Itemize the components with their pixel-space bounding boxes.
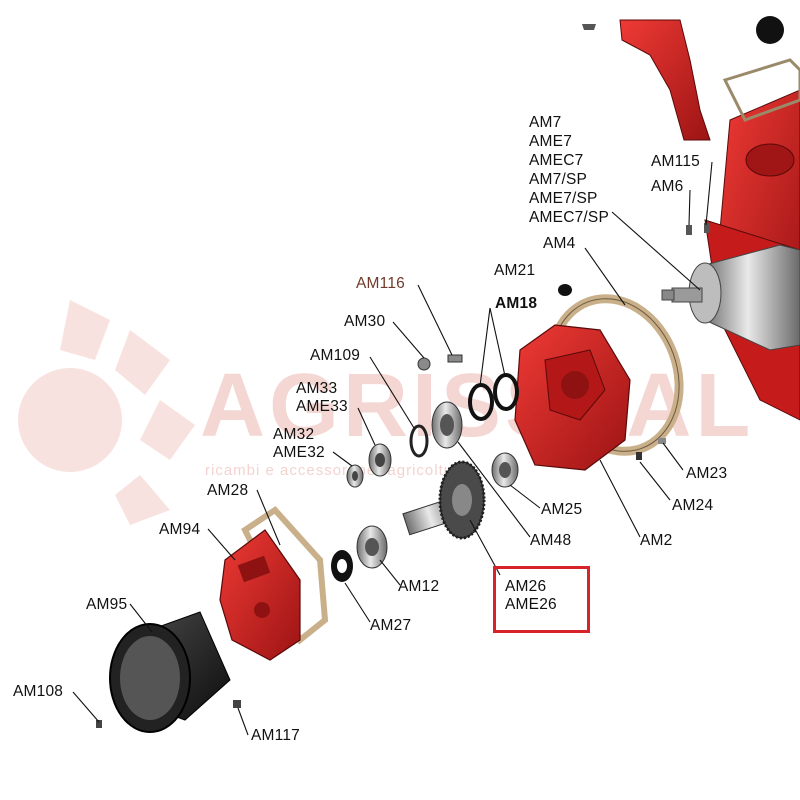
screw-am108-part bbox=[96, 720, 102, 728]
screw-am6-part bbox=[686, 225, 692, 235]
label-am7-group: AM7 AME7 AMEC7 AM7/SP AME7/SP AMEC7/SP bbox=[529, 113, 609, 227]
screw-am23-part bbox=[658, 438, 666, 444]
seal-am27-part bbox=[331, 550, 353, 582]
screw-am115-part bbox=[704, 223, 710, 233]
bearing-am25-part bbox=[491, 452, 519, 488]
cover-am94-part bbox=[219, 529, 301, 661]
snap-ring-am109-part bbox=[409, 424, 429, 458]
screw-am117-part bbox=[233, 700, 241, 708]
label-am7: AM7 bbox=[529, 114, 562, 131]
label-ame33: AME33 bbox=[296, 398, 348, 415]
label-ame7-sp: AME7/SP bbox=[529, 190, 598, 207]
label-am24: AM24 bbox=[672, 497, 714, 514]
label-am30: AM30 bbox=[344, 313, 386, 330]
label-am48: AM48 bbox=[530, 532, 572, 549]
leader-lines bbox=[72, 161, 713, 736]
label-am94: AM94 bbox=[159, 521, 201, 538]
label-am26: AM26 bbox=[505, 578, 547, 595]
bearing-am12-part bbox=[356, 525, 388, 569]
label-ame7: AME7 bbox=[529, 133, 573, 150]
nut-am32-part bbox=[346, 464, 364, 488]
label-am25: AM25 bbox=[541, 501, 583, 518]
watermark-subtitle: ricambi e accessori per agricoltura bbox=[205, 462, 469, 479]
bell-am95-part bbox=[109, 611, 231, 733]
label-ame32: AME32 bbox=[273, 444, 325, 461]
label-am2: AM2 bbox=[640, 532, 673, 549]
label-am4: AM4 bbox=[543, 235, 576, 252]
label-am18: AM18 bbox=[495, 295, 538, 312]
highlight-box bbox=[493, 566, 590, 633]
label-am109: AM109 bbox=[310, 347, 361, 364]
label-am21: AM21 bbox=[494, 262, 536, 279]
nut-am30-part bbox=[417, 357, 431, 371]
label-ame26: AME26 bbox=[505, 596, 557, 613]
label-am12: AM12 bbox=[398, 578, 440, 595]
label-am95: AM95 bbox=[86, 596, 128, 613]
plug-am21-part bbox=[558, 284, 572, 296]
housing-am2-part bbox=[514, 324, 631, 471]
pin-am24-part bbox=[636, 452, 642, 460]
label-am6: AM6 bbox=[651, 178, 684, 195]
bearing-am33-part bbox=[368, 443, 392, 477]
label-amec7: AMEC7 bbox=[529, 152, 584, 169]
label-am108: AM108 bbox=[13, 683, 64, 700]
label-am33: AM33 bbox=[296, 380, 338, 397]
orings-am18-part bbox=[468, 373, 519, 421]
label-am23: AM23 bbox=[686, 465, 728, 482]
shaft-cylinder-part bbox=[661, 244, 800, 351]
label-am7-sp: AM7/SP bbox=[529, 171, 588, 188]
bearing-am48-part bbox=[431, 401, 463, 449]
label-am32: AM32 bbox=[273, 426, 315, 443]
label-am27: AM27 bbox=[370, 617, 412, 634]
label-am115: AM115 bbox=[651, 153, 700, 170]
gear-shaft-am26-part bbox=[402, 460, 486, 540]
screw-am116-part bbox=[447, 354, 463, 363]
label-am28: AM28 bbox=[207, 482, 249, 499]
label-am116: AM116 bbox=[356, 275, 405, 292]
label-am117: AM117 bbox=[251, 727, 300, 744]
label-amec7-sp: AMEC7/SP bbox=[529, 209, 609, 226]
